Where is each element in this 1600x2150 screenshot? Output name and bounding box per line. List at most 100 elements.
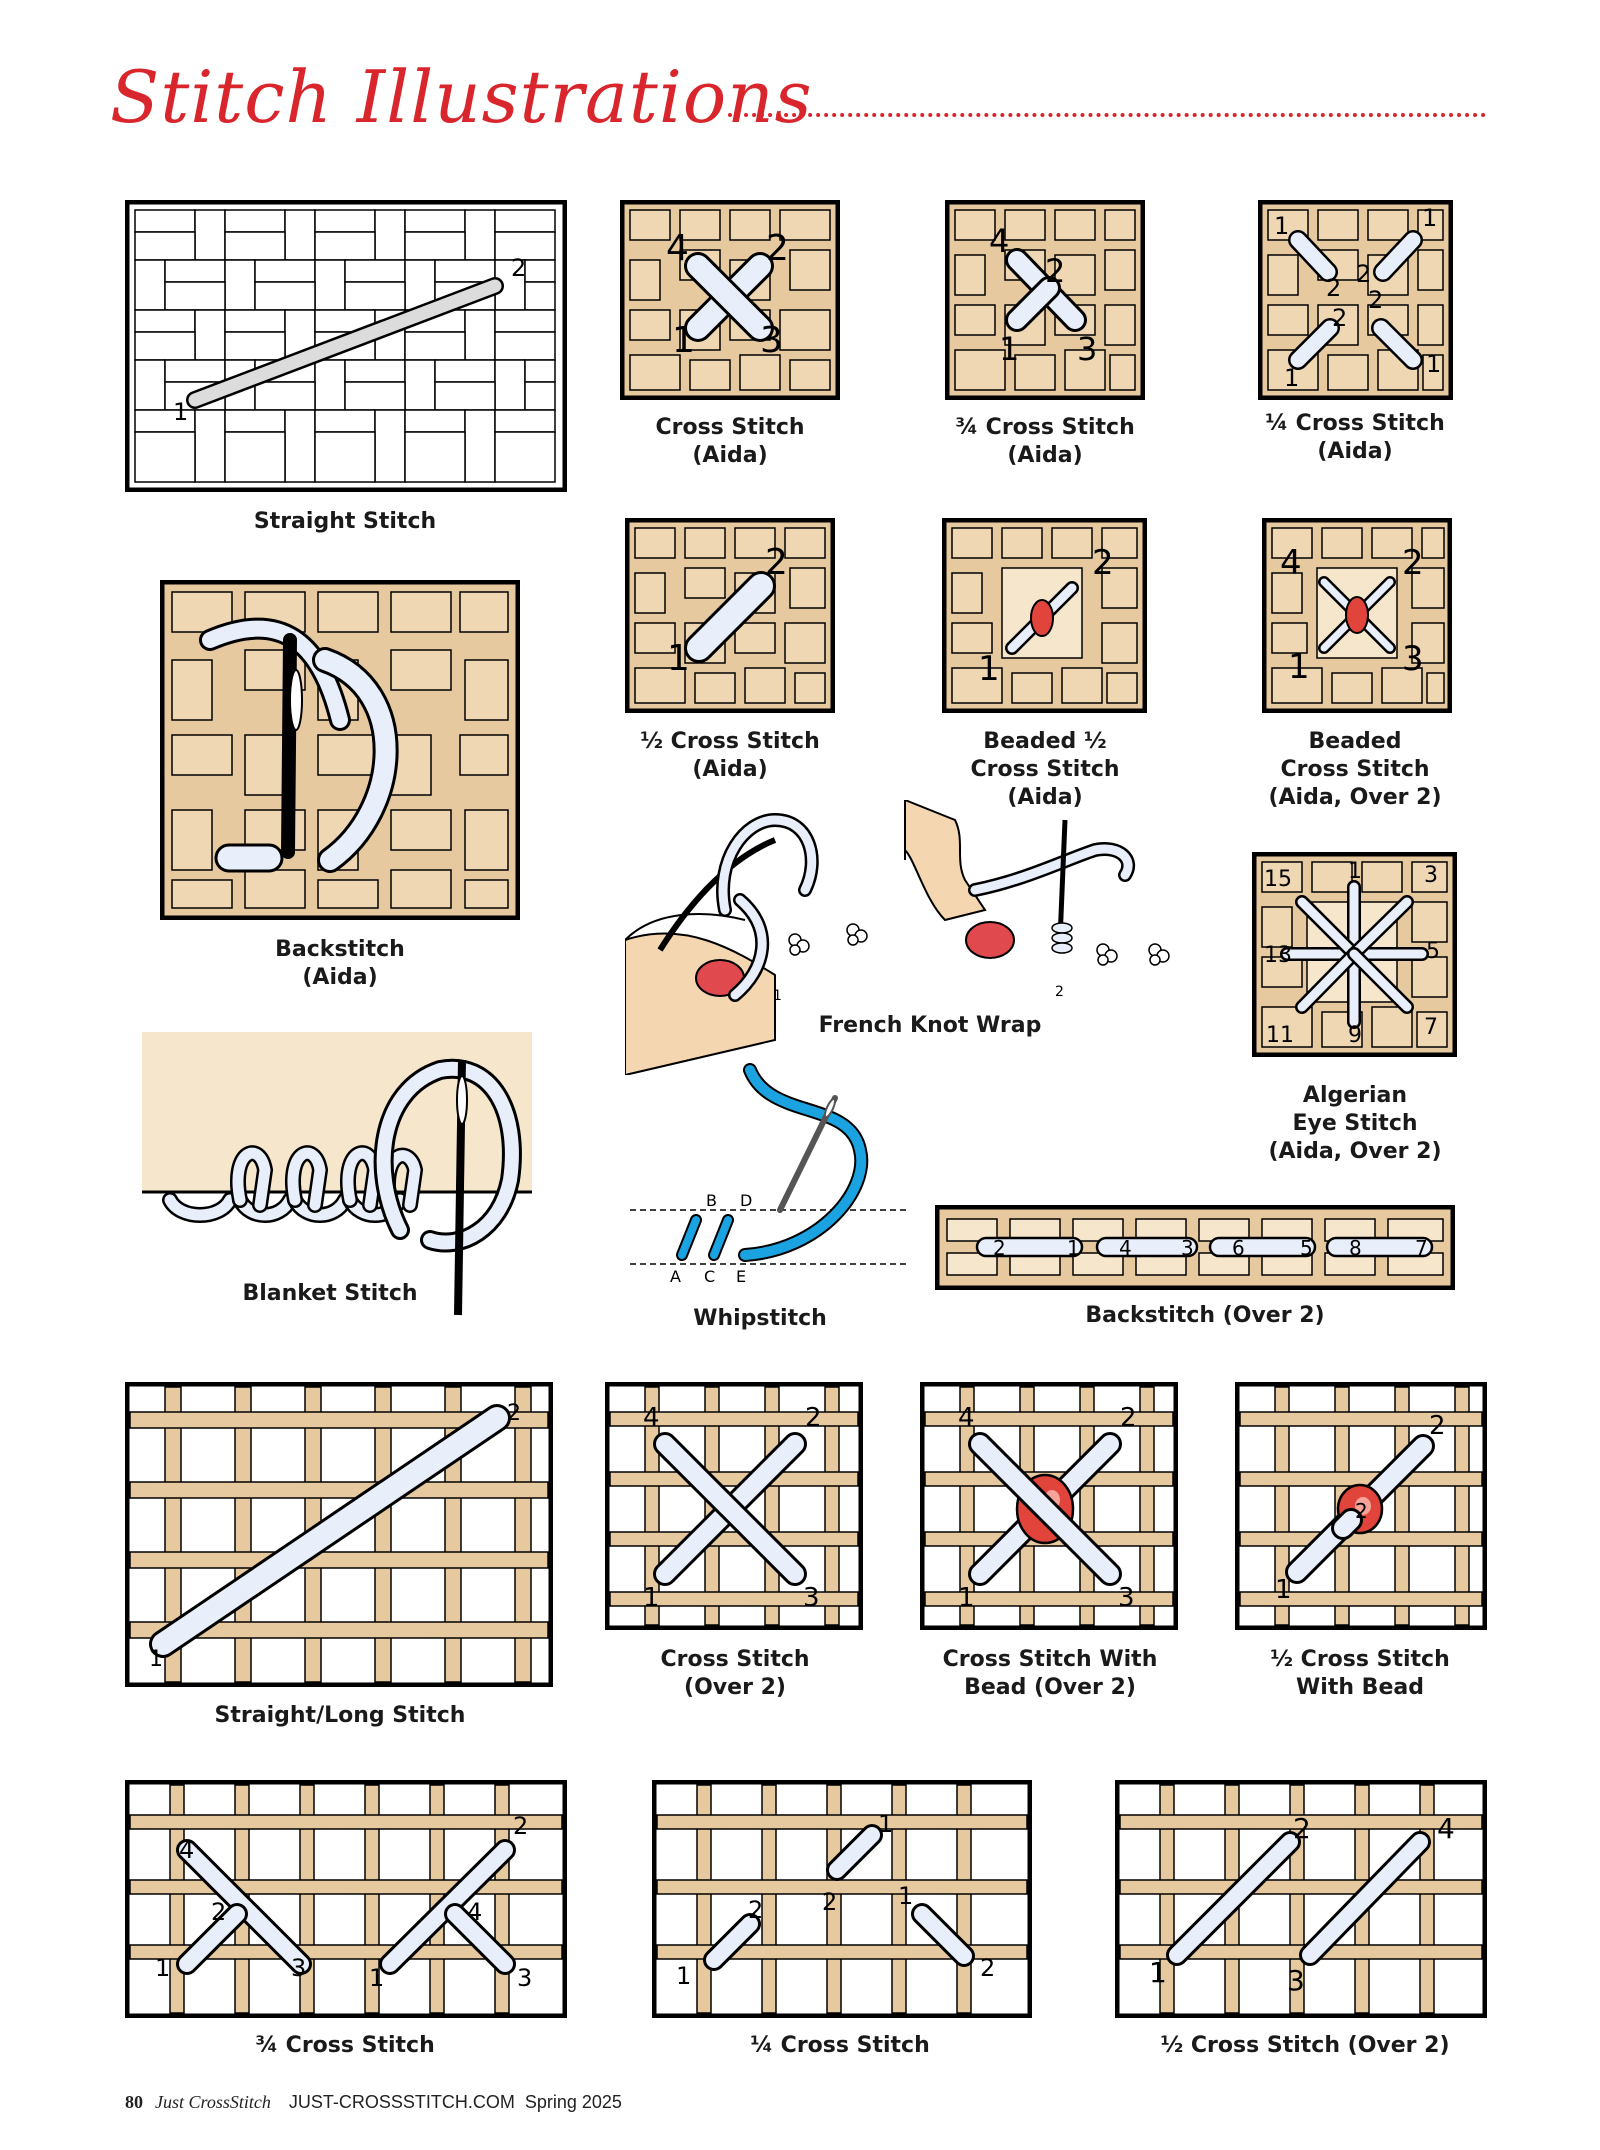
label-5: 5 xyxy=(1300,1236,1313,1260)
label-13: 13 xyxy=(1264,943,1292,968)
label-5: 5 xyxy=(1426,939,1440,964)
label-2: 2 xyxy=(748,1896,763,1924)
quarter-svg: 1 2 2 1 1 2 xyxy=(652,1780,1032,2018)
three-quarter-cross-illustration: 4 2 1 3 2 4 1 3 xyxy=(125,1780,567,2018)
caption-backstitch-aida: Backstitch (Aida) xyxy=(275,937,405,990)
quarter-aida-svg: 1 1 2 2 2 2 1 1 xyxy=(1258,200,1453,400)
label-2: 2 xyxy=(980,1954,995,1982)
straight-long-stitch-illustration: 1 2 xyxy=(125,1382,553,1687)
label-2: 2 xyxy=(1402,543,1424,583)
label-4: 4 xyxy=(958,1403,975,1433)
caption-half-over2: ½ Cross Stitch (Over 2) xyxy=(1160,2033,1450,2058)
label-7: 7 xyxy=(1415,1236,1428,1260)
caption-beaded-half: Beaded ½ Cross Stitch (Aida) xyxy=(970,729,1120,810)
caption-cross-bead-over2: Cross Stitch With Bead (Over 2) xyxy=(942,1647,1158,1700)
page-number: 80 xyxy=(125,2092,143,2112)
label-4: 4 xyxy=(666,228,689,269)
blanket-stitch-illustration xyxy=(140,1030,535,1320)
french-knot-illustration: 1 2 xyxy=(625,800,1190,1075)
label-2: 2 xyxy=(1356,260,1371,288)
cross-stitch-over2-illustration: 4 2 1 3 xyxy=(605,1382,863,1630)
label-8: 8 xyxy=(1349,1236,1362,1260)
caption-quarter-aida: ¼ Cross Stitch (Aida) xyxy=(1265,411,1445,464)
label-1: 1 xyxy=(1149,1956,1167,1989)
magazine-name: Just CrossStitch xyxy=(155,2092,271,2112)
label-11: 11 xyxy=(1266,1023,1294,1048)
label-3: 3 xyxy=(1402,639,1424,679)
three-quarter-svg: 4 2 1 3 2 4 1 3 xyxy=(125,1780,567,2018)
label-1: 1 xyxy=(672,320,695,361)
label-1: 1 xyxy=(676,1962,691,1990)
label-2: 2 xyxy=(1120,1403,1137,1433)
issue: Spring 2025 xyxy=(524,2092,622,2112)
cross-over2-svg: 4 2 1 3 xyxy=(605,1382,863,1630)
blanket-stitch-svg xyxy=(142,1032,532,1316)
caption-cross-over2: Cross Stitch (Over 2) xyxy=(660,1647,810,1700)
cross-aida-svg: 4 2 1 3 xyxy=(620,200,840,400)
page-title: Stitch Illustrations xyxy=(110,55,813,139)
label-2: 2 xyxy=(1429,1411,1446,1441)
label-3: 3 xyxy=(760,320,783,361)
straight-long-svg: 1 2 xyxy=(125,1382,553,1687)
label-3: 3 xyxy=(1077,330,1097,368)
label-2: 2 xyxy=(1045,252,1065,290)
caption-cross-stitch-aida: Cross Stitch (Aida) xyxy=(655,415,805,468)
label-1: 1 xyxy=(1426,350,1441,378)
label-E: E xyxy=(736,1267,746,1286)
straight-stitch-illustration: 1 2 xyxy=(125,200,567,492)
label-2: 2 xyxy=(822,1888,837,1916)
caption-backstitch-over2: Backstitch (Over 2) xyxy=(1085,1303,1325,1328)
caption-three-quarter-aida: ¾ Cross Stitch (Aida) xyxy=(955,415,1135,468)
backstitch-aida-illustration xyxy=(160,580,520,920)
label-4: 4 xyxy=(179,1836,194,1864)
label-3: 3 xyxy=(291,1954,306,1982)
label-1: 1 xyxy=(369,1964,384,1992)
caption-quarter: ¼ Cross Stitch xyxy=(750,2033,930,2058)
label-1: 1 xyxy=(1348,859,1362,884)
website: JUST-CROSSSTITCH.COM xyxy=(288,2092,515,2112)
quarter-cross-illustration: 1 2 2 1 1 2 xyxy=(652,1780,1032,2018)
half-with-bead-svg: 2 2 1 xyxy=(1235,1382,1487,1630)
three-quarter-aida-illustration: 4 2 1 3 xyxy=(945,200,1145,400)
label-4: 4 xyxy=(989,222,1009,260)
label-1: 1 xyxy=(773,988,782,1004)
label-3: 3 xyxy=(803,1583,820,1613)
label-1: 1 xyxy=(878,1810,893,1838)
label-1: 1 xyxy=(173,398,188,426)
label-6: 6 xyxy=(1232,1236,1245,1260)
half-over2-svg: 2 4 1 3 xyxy=(1115,1780,1487,2018)
algerian-eye-svg: 15 1 3 13 5 11 9 7 xyxy=(1252,852,1457,1057)
label-1: 1 xyxy=(958,1583,975,1613)
label-2: 2 xyxy=(1326,274,1341,302)
label-2: 2 xyxy=(993,1236,1006,1260)
label-1: 1 xyxy=(667,638,690,679)
half-cross-aida-svg: 2 1 xyxy=(625,518,835,713)
backstitch-aida-svg xyxy=(160,580,520,920)
label-2: 2 xyxy=(765,542,788,583)
label-2: 2 xyxy=(1332,304,1347,332)
label-2: 2 xyxy=(211,1898,226,1926)
label-2: 2 xyxy=(1293,1812,1311,1845)
label-C: C xyxy=(704,1267,715,1286)
caption-three-quarter: ¾ Cross Stitch xyxy=(255,2033,435,2058)
cross-stitch-aida-illustration: 4 2 1 3 xyxy=(620,200,840,400)
label-4: 4 xyxy=(1437,1812,1455,1845)
label-1: 1 xyxy=(1284,364,1299,392)
caption-straight-long: Straight/Long Stitch xyxy=(214,1703,466,1728)
straight-stitch-svg: 1 2 xyxy=(125,200,567,492)
label-3: 3 xyxy=(1118,1583,1135,1613)
label-2: 2 xyxy=(507,1401,521,1426)
label-1: 1 xyxy=(1275,1575,1292,1605)
half-cross-over2-illustration: 2 4 1 3 xyxy=(1115,1780,1487,2018)
backstitch-over2-svg: 2 1 4 3 6 5 8 7 xyxy=(935,1205,1455,1290)
backstitch-over2-illustration: 2 1 4 3 6 5 8 7 xyxy=(935,1205,1455,1290)
whipstitch-svg: B D A C E xyxy=(630,1063,910,1286)
label-A: A xyxy=(670,1267,681,1286)
label-D: D xyxy=(740,1191,752,1210)
half-cross-with-bead-illustration: 2 2 1 xyxy=(1235,1382,1487,1630)
beaded-half-svg: 2 1 xyxy=(942,518,1147,713)
label-B: B xyxy=(706,1191,717,1210)
label-1: 1 xyxy=(643,1583,660,1613)
label-2: 2 xyxy=(1368,286,1383,314)
label-3: 3 xyxy=(1181,1236,1194,1260)
